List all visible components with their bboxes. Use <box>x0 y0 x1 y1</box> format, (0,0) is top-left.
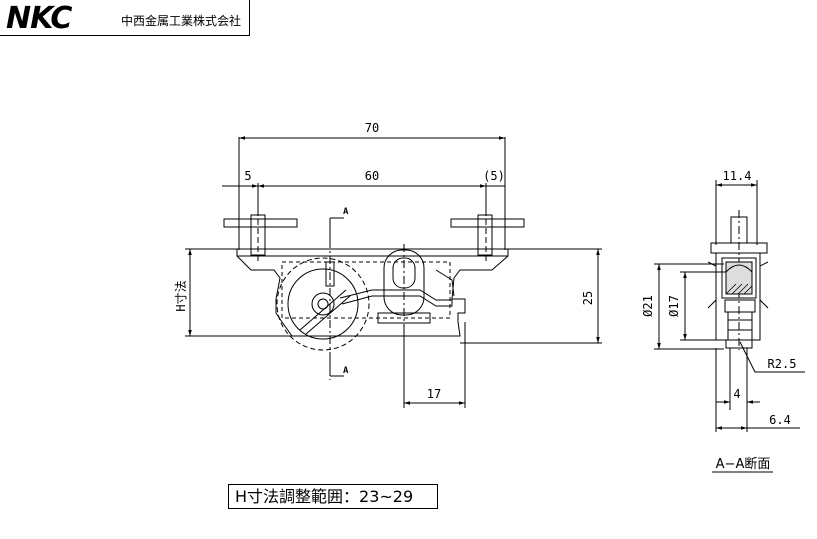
adjustment-range-note: H寸法調整範囲：23~29 <box>228 484 438 509</box>
dim-dia-17: Ø17 <box>667 295 681 317</box>
dim-5-paren: (5) <box>483 169 505 183</box>
dim-60: 60 <box>365 169 379 183</box>
section-marker-bottom: A <box>343 366 349 376</box>
dim-5: 5 <box>244 169 251 183</box>
dim-6-4: 6.4 <box>769 413 791 427</box>
dim-11-4: 11.4 <box>723 169 752 183</box>
title-block: NKC 中西金属工業株式会社 <box>0 0 250 36</box>
section-title: A−A断面 <box>716 457 771 472</box>
dim-17: 17 <box>427 387 441 401</box>
brand-logo: NKC <box>6 1 72 36</box>
company-name: 中西金属工業株式会社 <box>121 14 242 28</box>
section-marker-top: A <box>343 207 349 217</box>
dim-25: 25 <box>581 291 595 305</box>
dim-dia-21: Ø21 <box>641 295 655 317</box>
dim-h: H寸法 <box>174 280 188 311</box>
dim-r2-5: R2.5 <box>768 357 797 371</box>
dim-4: 4 <box>733 387 740 401</box>
section-view <box>654 180 805 432</box>
front-view <box>185 136 602 408</box>
dim-70: 70 <box>365 121 379 135</box>
range-note-text: H寸法調整範囲：23~29 <box>235 487 414 506</box>
